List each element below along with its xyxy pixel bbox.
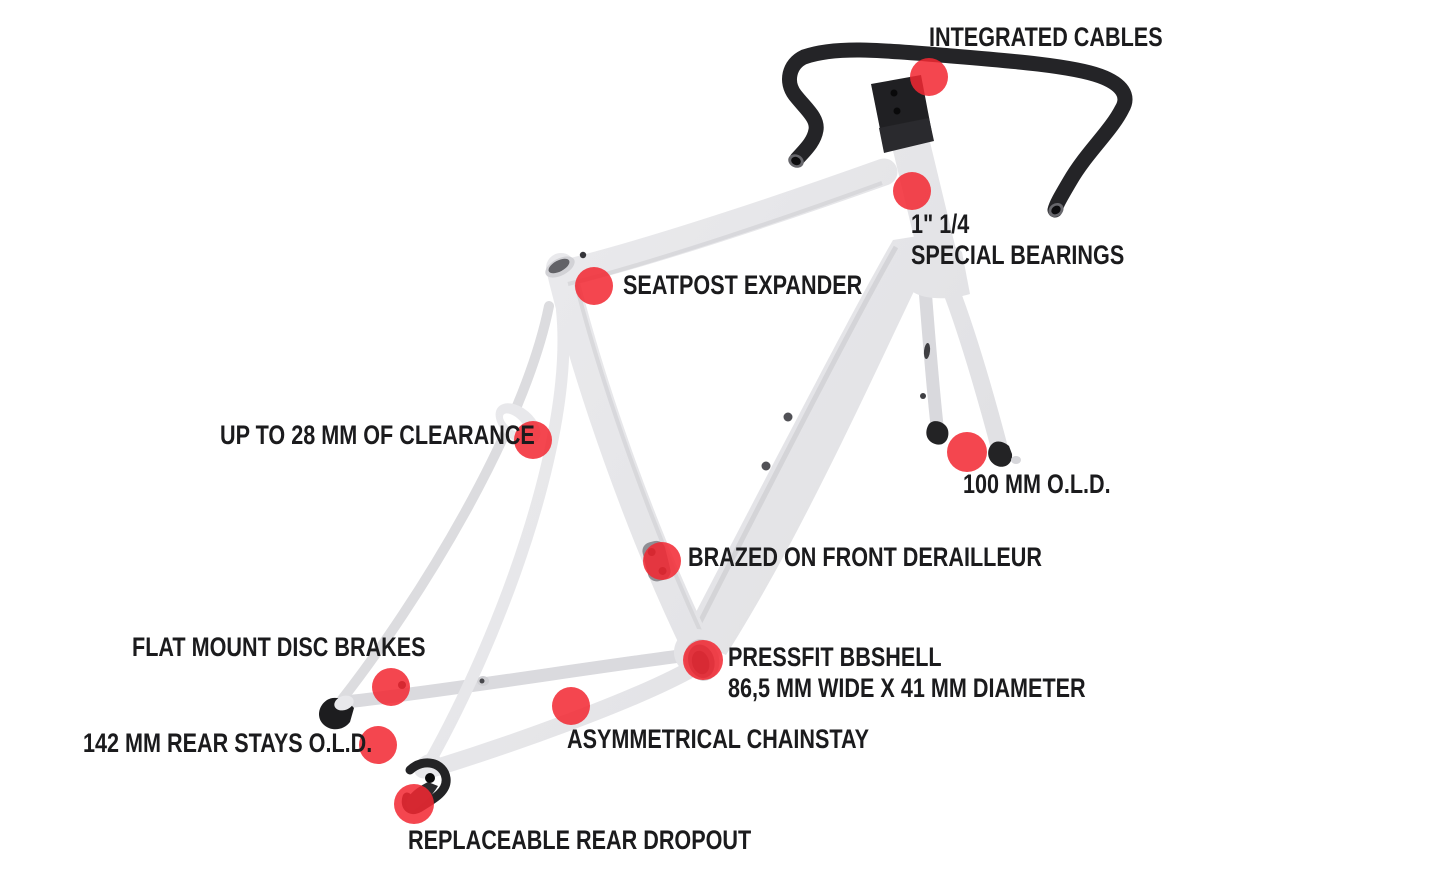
dot-bb-shell <box>683 640 723 680</box>
dot-integrated-cables <box>910 58 948 96</box>
seatpost-opening <box>545 251 587 278</box>
down-tube <box>683 232 943 655</box>
label-seatpost-expander: SEATPOST EXPANDER <box>623 270 862 301</box>
label-rear-dropout: REPLACEABLE REAR DROPOUT <box>408 825 751 856</box>
bar-end-right <box>1048 202 1064 218</box>
label-line: 1" 1/4 <box>911 209 970 239</box>
dot-flat-mount-disc <box>372 668 410 706</box>
label-line: SPECIAL BEARINGS <box>911 240 1125 270</box>
bottle-boss <box>783 412 793 422</box>
bottle-boss <box>761 461 771 471</box>
label-line: BRAZED ON FRONT DERAILLEUR <box>688 542 1042 572</box>
dot-rear-dropout <box>394 784 434 824</box>
dot-special-bearings <box>893 172 931 210</box>
rear-seatstay-far <box>335 301 554 707</box>
label-front-derailleur: BRAZED ON FRONT DERAILLEUR <box>688 542 1042 573</box>
stem <box>871 75 934 153</box>
label-line: 100 MM O.L.D. <box>963 469 1111 499</box>
dot-asym-chainstay <box>552 687 590 725</box>
label-front-old: 100 MM O.L.D. <box>963 469 1111 500</box>
fork-dropout-far <box>926 421 949 445</box>
handlebar <box>782 42 1133 218</box>
label-line: FLAT MOUNT DISC BRAKES <box>132 632 426 662</box>
fork-dropout-near <box>988 441 1013 467</box>
top-tube <box>552 158 898 287</box>
bar-end-left <box>788 154 804 168</box>
fork-leg-near <box>942 281 1021 467</box>
label-tire-clearance: UP TO 28 MM OF CLEARANCE <box>220 420 535 451</box>
dot-front-derailleur <box>643 542 681 580</box>
label-line: ASYMMETRICAL CHAINSTAY <box>567 724 870 754</box>
dot-seatpost-expander <box>575 267 613 305</box>
label-integrated-cables: INTEGRATED CABLES <box>929 22 1163 53</box>
label-rear-old: 142 MM REAR STAYS O.L.D. <box>83 728 372 759</box>
label-line: REPLACEABLE REAR DROPOUT <box>408 825 752 855</box>
label-flat-mount-disc: FLAT MOUNT DISC BRAKES <box>132 632 426 663</box>
label-line: PRESSFIT BBSHELL <box>728 642 942 672</box>
fork-leg-far <box>918 281 949 445</box>
label-line: INTEGRATED CABLES <box>929 22 1163 52</box>
rear-dropout-far <box>318 695 354 730</box>
label-line: UP TO 28 MM OF CLEARANCE <box>220 420 535 450</box>
label-line: 86,5 MM WIDE X 41 MM DIAMETER <box>728 673 1086 703</box>
label-line: 142 MM REAR STAYS O.L.D. <box>83 728 373 758</box>
rear-seatstay-near <box>423 304 570 769</box>
label-line: SEATPOST EXPANDER <box>623 270 863 300</box>
label-asym-chainstay: ASYMMETRICAL CHAINSTAY <box>567 724 869 755</box>
dot-front-old <box>947 432 987 472</box>
dot-rear-old <box>359 726 397 764</box>
seat-tube <box>546 253 714 666</box>
dot-tire-clearance <box>514 421 552 459</box>
